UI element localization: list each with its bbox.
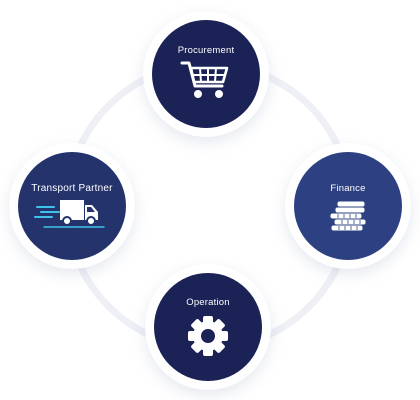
finance-node: Finance <box>294 152 402 260</box>
procurement-label: Procurement <box>177 45 235 56</box>
transport-partner-label: Transport Partner <box>31 183 113 194</box>
delivery-truck-icon <box>34 200 105 228</box>
operation-node: Operation <box>154 273 262 381</box>
coin-stack-icon <box>329 200 367 232</box>
operation-label: Operation <box>186 297 230 308</box>
finance-label: Finance <box>330 183 366 194</box>
shopping-cart-icon <box>180 61 229 98</box>
gear-icon <box>188 316 228 356</box>
transport-partner-node: Transport Partner <box>18 152 126 260</box>
procurement-node: Procurement <box>152 20 260 128</box>
